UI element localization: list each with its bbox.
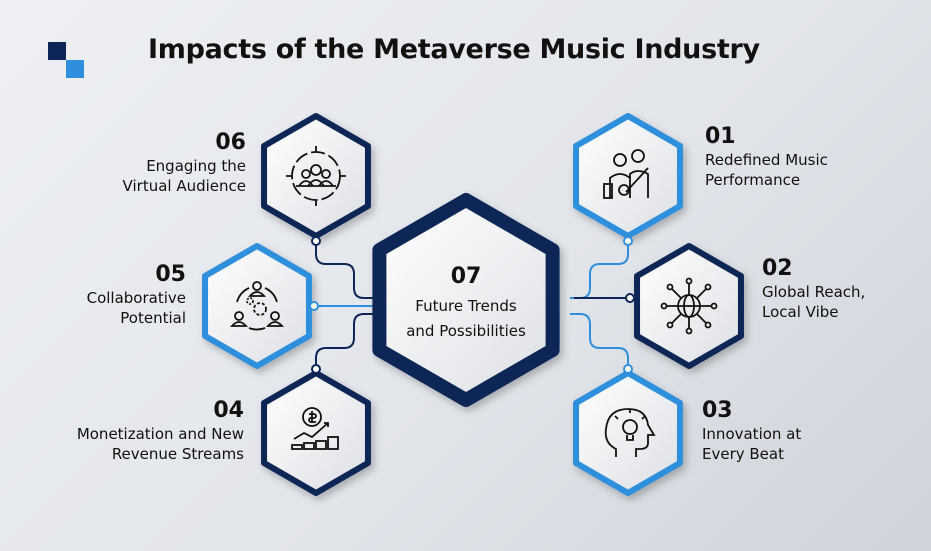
connector-dot xyxy=(625,293,635,303)
hexagon-02 xyxy=(634,243,744,369)
item-label: Local Vibe xyxy=(762,303,839,321)
connector-dot xyxy=(311,236,321,246)
item-04: 04 Monetization and New Revenue Streams xyxy=(14,398,244,464)
center-hexagon-text: 07 Future Trends and Possibilities xyxy=(376,262,556,342)
hexagon-06 xyxy=(261,113,371,239)
item-number: 05 xyxy=(155,262,186,287)
item-03: 03 Innovation at Every Beat xyxy=(702,398,931,464)
item-label: Every Beat xyxy=(702,445,784,463)
item-01: 01 Redefined Music Performance xyxy=(705,124,931,190)
item-02: 02 Global Reach, Local Vibe xyxy=(762,256,931,322)
item-label: Engaging the xyxy=(146,157,246,175)
item-label: Redefined Music xyxy=(705,151,828,169)
team-collaboration-icon xyxy=(230,281,284,331)
connector-dot xyxy=(623,364,633,374)
globe-network-icon xyxy=(660,277,718,335)
hexagon-04 xyxy=(261,370,371,496)
hexagon-06-shape xyxy=(261,113,371,239)
hexagon-07-center-shape xyxy=(372,193,560,407)
item-label: Global Reach, xyxy=(762,283,866,301)
connector-04 xyxy=(315,313,374,368)
hexagon-07-center xyxy=(372,193,560,407)
item-number: 04 xyxy=(213,398,244,423)
item-label: Innovation at xyxy=(702,425,802,443)
hexagon-05-shape xyxy=(202,243,312,369)
connector-03 xyxy=(570,313,629,368)
head-lightbulb-icon xyxy=(604,408,656,457)
item-label: Performance xyxy=(705,171,801,189)
item-number: 03 xyxy=(702,398,733,423)
hexagon-03 xyxy=(573,370,683,496)
logo xyxy=(48,42,84,78)
center-label-line1: Future Trends xyxy=(415,297,517,315)
center-label-line2: and Possibilities xyxy=(406,322,526,340)
money-growth-icon xyxy=(291,407,339,450)
band-musicians-icon xyxy=(603,149,649,199)
page-title: Impacts of the Metaverse Music Industry xyxy=(148,34,760,65)
item-06: 06 Engaging the Virtual Audience xyxy=(16,130,246,196)
item-label: Collaborative xyxy=(86,289,186,307)
item-label: Virtual Audience xyxy=(122,177,246,195)
item-number: 01 xyxy=(705,124,736,149)
item-label: Monetization and New xyxy=(76,425,244,443)
item-number: 02 xyxy=(762,256,793,281)
hexagon-05 xyxy=(202,243,312,369)
connector-dot xyxy=(311,364,321,374)
item-label: Revenue Streams xyxy=(111,445,244,463)
connectors xyxy=(312,244,632,368)
center-number: 07 xyxy=(450,264,482,289)
connector-dot xyxy=(309,301,319,311)
connector-dot xyxy=(623,236,633,246)
connector-06 xyxy=(315,244,374,299)
item-05: 05 Collaborative Potential xyxy=(0,262,186,328)
connector-01 xyxy=(570,244,629,299)
item-number: 06 xyxy=(215,130,246,155)
audience-target-icon xyxy=(286,146,346,206)
hexagon-01 xyxy=(573,113,683,239)
item-label: Potential xyxy=(120,309,186,327)
